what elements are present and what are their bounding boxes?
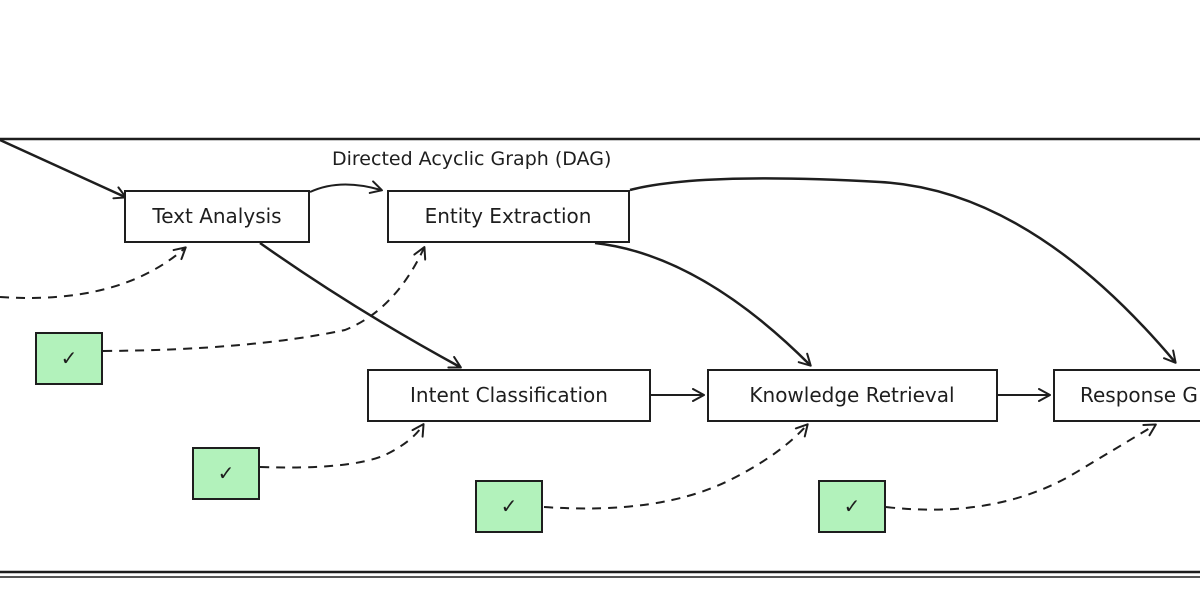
node-intent-classification-label: Intent Classification <box>410 383 608 407</box>
edge-entity-extraction-to-knowledge-retrieval <box>594 241 812 367</box>
check-icon: ✓ <box>218 461 235 485</box>
check-edge-knowledge-retrieval <box>543 423 809 510</box>
check-box-2: ✓ <box>192 447 260 500</box>
node-intent-classification: Intent Classification <box>367 369 651 422</box>
check-edge-intent-classification <box>259 423 425 469</box>
node-knowledge-retrieval-label: Knowledge Retrieval <box>749 383 954 407</box>
check-box-3: ✓ <box>475 480 543 533</box>
edge-incoming-to-text-analysis <box>0 138 127 200</box>
node-knowledge-retrieval: Knowledge Retrieval <box>707 369 998 422</box>
check-box-4: ✓ <box>818 480 886 533</box>
edge-entity-extraction-to-response-generation <box>629 177 1177 364</box>
check-edge-text-analysis <box>0 246 187 299</box>
node-text-analysis: Text Analysis <box>124 190 310 243</box>
check-box-1: ✓ <box>35 332 103 385</box>
check-icon: ✓ <box>844 494 861 518</box>
node-response-generation-label: Response G <box>1080 383 1198 407</box>
node-text-analysis-label: Text Analysis <box>151 204 281 228</box>
node-response-generation: Response G <box>1053 369 1200 422</box>
node-entity-extraction-label: Entity Extraction <box>425 204 592 228</box>
check-icon: ✓ <box>61 346 78 370</box>
check-edge-entity-extraction <box>102 246 427 352</box>
edge-text-analysis-to-entity-extraction <box>309 180 383 194</box>
diagram-title: Directed Acyclic Graph (DAG) <box>332 148 611 170</box>
check-edge-response-generation <box>885 423 1157 511</box>
node-entity-extraction: Entity Extraction <box>387 190 630 243</box>
edge-text-analysis-to-intent-classification <box>259 241 462 369</box>
check-icon: ✓ <box>501 494 518 518</box>
